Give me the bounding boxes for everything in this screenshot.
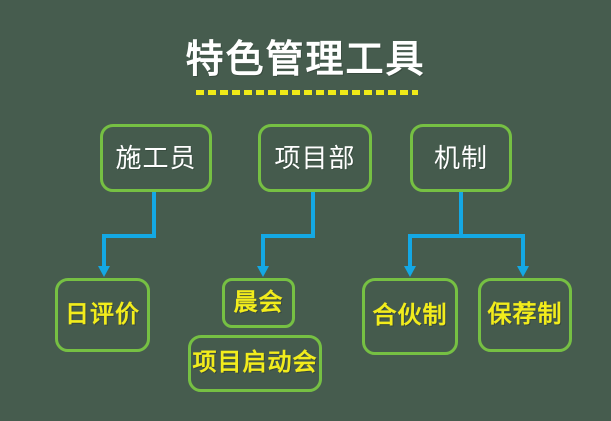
connector-middle-horizontal [261, 234, 315, 238]
arrow-down-icon-right-second [517, 266, 529, 277]
connector-left-vertical-top [152, 192, 156, 238]
node-chenhui[interactable]: 晨会 [222, 278, 295, 328]
title-dashed-underline [196, 90, 418, 95]
connector-left-horizontal [102, 234, 156, 238]
node-hehuozhi[interactable]: 合伙制 [362, 278, 458, 355]
connector-right-vertical-left [408, 234, 412, 268]
connector-middle-vertical-top [311, 192, 315, 238]
arrow-down-icon-middle [257, 266, 269, 277]
node-baojianzhi[interactable]: 保荐制 [478, 278, 572, 352]
node-xiangmuqidonghui[interactable]: 项目启动会 [188, 335, 322, 392]
node-shigongyuan[interactable]: 施工员 [100, 124, 212, 192]
connector-left-vertical-bottom [102, 234, 106, 268]
arrow-down-icon-right-first [404, 266, 416, 277]
connector-right-horizontal [408, 234, 525, 238]
connector-right-vertical-right [521, 234, 525, 268]
connector-middle-vertical-bottom [261, 234, 265, 268]
arrow-down-icon-left [98, 266, 110, 277]
node-jizhi[interactable]: 机制 [410, 124, 512, 192]
node-ripingjia[interactable]: 日评价 [55, 278, 150, 352]
node-xiangmubu[interactable]: 项目部 [258, 124, 372, 192]
connector-right-vertical-top [459, 192, 463, 238]
page-title: 特色管理工具 [185, 39, 426, 81]
